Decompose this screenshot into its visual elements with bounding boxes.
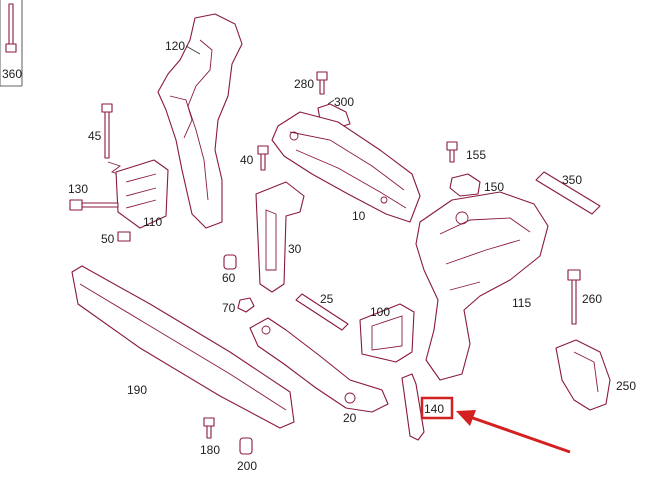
part-40-screw[interactable]: [257, 145, 269, 171]
label-350: 350: [562, 173, 582, 187]
part-20-lower-crossmember[interactable]: [249, 317, 389, 413]
label-280: 280: [294, 77, 314, 91]
label-250: 250: [616, 379, 636, 393]
part-360-bolt[interactable]: [5, 3, 17, 53]
label-60: 60: [222, 271, 236, 285]
label-110: 110: [143, 215, 162, 229]
part-260-bolt[interactable]: [567, 269, 581, 325]
part-60-bushing[interactable]: [223, 254, 237, 270]
label-180: 180: [200, 443, 220, 457]
label-140[interactable]: 140: [424, 402, 444, 416]
part-280-bolt[interactable]: [316, 71, 328, 95]
part-50-nut[interactable]: [117, 231, 131, 242]
part-350-rod[interactable]: [535, 171, 601, 215]
label-155: 155: [466, 148, 486, 162]
part-140-strut[interactable]: [401, 373, 425, 441]
label-150: 150: [484, 180, 504, 194]
part-30-support[interactable]: [255, 181, 305, 293]
part-45-bolt[interactable]: [101, 103, 113, 159]
label-45: 45: [88, 129, 102, 143]
label-10: 10: [352, 209, 366, 223]
part-250-bracket[interactable]: [555, 339, 611, 411]
part-155-bolt[interactable]: [446, 141, 458, 163]
part-200-bushing[interactable]: [239, 437, 253, 455]
label-20: 20: [343, 411, 357, 425]
label-360: 360: [2, 67, 22, 81]
label-200: 200: [237, 459, 257, 473]
label-115: 115: [512, 296, 531, 310]
label-190: 190: [127, 383, 147, 397]
part-70-nut[interactable]: [237, 297, 255, 313]
part-190-bumper-beam[interactable]: [71, 265, 295, 429]
label-50: 50: [101, 232, 115, 246]
label-120: 120: [165, 39, 185, 53]
part-115-side-member[interactable]: [415, 191, 549, 381]
part-100-bracket[interactable]: [359, 303, 415, 363]
label-130: 130: [68, 182, 88, 196]
label-30: 30: [288, 242, 302, 256]
part-120-bracket[interactable]: [157, 13, 243, 229]
label-25: 25: [320, 292, 334, 306]
bolt-inset-box: 360: [0, 0, 23, 87]
part-110-bracket[interactable]: [115, 159, 169, 229]
part-130-bolt[interactable]: [69, 199, 119, 211]
label-70: 70: [222, 301, 236, 315]
part-180-bolt[interactable]: [203, 417, 215, 439]
highlight-box: [420, 396, 454, 420]
label-40: 40: [240, 153, 254, 167]
part-10-crossmember[interactable]: [271, 111, 421, 223]
part-25-tube[interactable]: [295, 293, 349, 331]
label-300: 300: [334, 95, 354, 109]
highlight-arrow: [456, 410, 571, 454]
part-150-clip[interactable]: [449, 173, 481, 197]
label-100: 100: [370, 305, 390, 319]
label-260: 260: [582, 292, 602, 306]
